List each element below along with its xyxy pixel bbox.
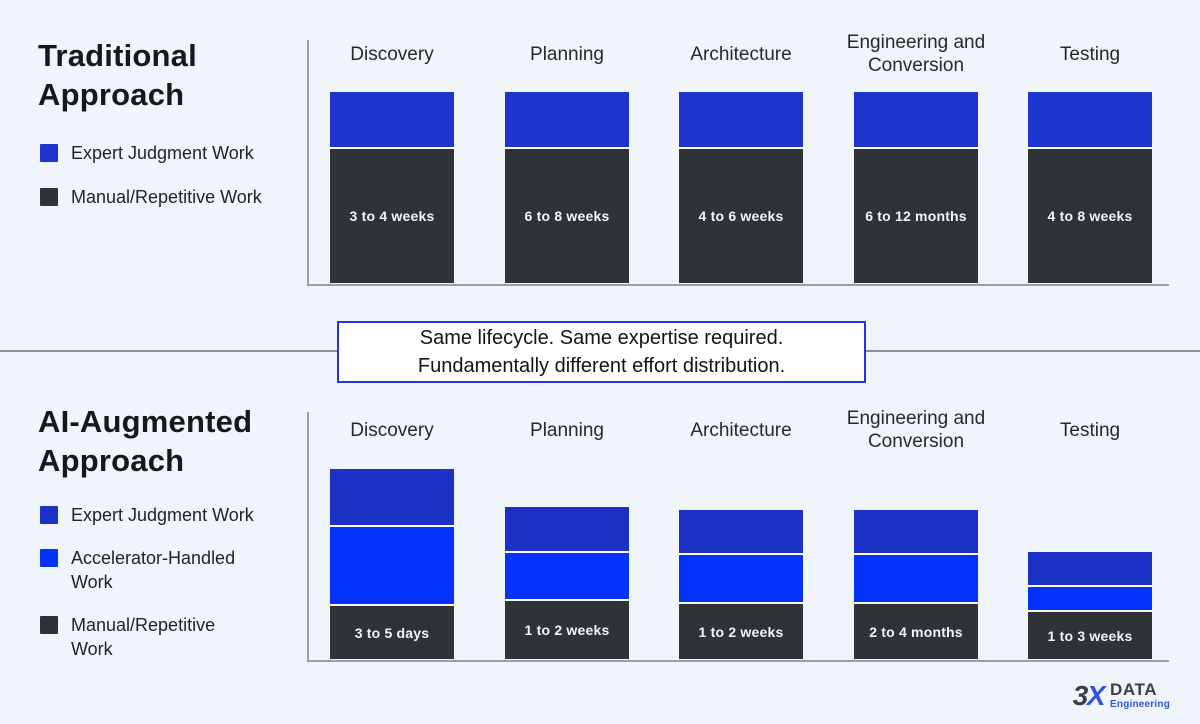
bar-segment-expert-judgment-work <box>1028 552 1152 585</box>
bar-segment-manual-repetitive-work: 6 to 12 months <box>854 149 978 283</box>
phase-label-discovery: Discovery <box>350 419 434 441</box>
duration-label: 4 to 6 weeks <box>698 208 784 224</box>
legend-row-manual-repetitive: Manual/Repetitive Work <box>40 185 262 209</box>
bar-segment-expert-judgment-work <box>854 510 978 553</box>
bar-segment-expert-judgment-work <box>505 507 629 551</box>
phase-label-architecture: Architecture <box>690 43 792 65</box>
phase-label-engineering-and-conversion: Engineering and Conversion <box>846 408 986 452</box>
bar-segment-manual-repetitive-work: 4 to 6 weeks <box>679 149 803 283</box>
stacked-bar-testing: 4 to 8 weeks <box>1028 92 1152 283</box>
bar-segment-manual-repetitive-work: 2 to 4 months <box>854 604 978 659</box>
bar-segment-manual-repetitive-work: 4 to 8 weeks <box>1028 149 1152 283</box>
manual-repetitive-swatch <box>40 616 58 634</box>
bar-segment-manual-repetitive-work: 6 to 8 weeks <box>505 149 629 283</box>
traditional-chart-x-axis <box>307 284 1169 286</box>
bar-segment-accelerator-handled-work <box>505 553 629 599</box>
logo-3: 3 <box>1072 679 1089 711</box>
bar-segment-expert-judgment-work <box>505 92 629 147</box>
duration-label: 6 to 8 weeks <box>524 208 610 224</box>
legend-row-expert-judgment: Expert Judgment Work <box>40 503 261 527</box>
callout-box: Same lifecycle. Same expertise required.… <box>337 321 866 383</box>
phase-label-testing: Testing <box>1059 419 1121 441</box>
duration-label: 1 to 2 weeks <box>698 623 784 640</box>
phase-label-testing: Testing <box>1059 43 1121 65</box>
callout-line-1: Same lifecycle. Same expertise required. <box>419 327 784 349</box>
logo-x: X <box>1086 679 1106 711</box>
stacked-bar-architecture: 1 to 2 weeks <box>679 510 803 659</box>
ai-chart-x-axis <box>307 660 1169 662</box>
bar-segment-manual-repetitive-work: 3 to 5 days <box>330 606 454 659</box>
ai-augmented-legend: Expert Judgment Work Accelerator-Handled… <box>40 503 261 680</box>
duration-label: 6 to 12 months <box>865 208 967 224</box>
duration-label: 4 to 8 weeks <box>1047 208 1133 224</box>
legend-label: Manual/Repetitive Work <box>71 187 262 207</box>
legend-row-accelerator-handled: Accelerator-Handled Work <box>40 546 261 594</box>
bar-segment-accelerator-handled-work <box>854 555 978 602</box>
ai-augmented-section-title: AI-Augmented Approach <box>38 404 253 478</box>
logo-data-text: DATA <box>1110 680 1158 699</box>
legend-label: Expert Judgment Work <box>71 505 254 525</box>
bar-segment-expert-judgment-work <box>1028 92 1152 147</box>
stacked-bar-testing: 1 to 3 weeks <box>1028 552 1152 659</box>
expert-judgment-swatch <box>40 506 58 524</box>
bar-segment-manual-repetitive-work: 1 to 3 weeks <box>1028 612 1152 659</box>
expert-judgment-swatch <box>40 144 58 162</box>
stacked-bar-discovery: 3 to 5 days <box>330 469 454 659</box>
phase-label-planning: Planning <box>530 419 604 441</box>
bar-segment-manual-repetitive-work: 3 to 4 weeks <box>330 149 454 283</box>
legend-row-expert-judgment: Expert Judgment Work <box>40 141 262 165</box>
legend-label: Expert Judgment Work <box>71 143 254 163</box>
logo-wordmark: DATA Engineering <box>1110 681 1170 710</box>
bar-segment-accelerator-handled-work <box>1028 587 1152 610</box>
bar-segment-expert-judgment-work <box>330 92 454 147</box>
bar-segment-manual-repetitive-work: 1 to 2 weeks <box>679 604 803 659</box>
manual-repetitive-swatch <box>40 188 58 206</box>
stacked-bar-discovery: 3 to 4 weeks <box>330 92 454 283</box>
stacked-bar-architecture: 4 to 6 weeks <box>679 92 803 283</box>
duration-label: 1 to 2 weeks <box>524 622 610 638</box>
bar-segment-manual-repetitive-work: 1 to 2 weeks <box>505 601 629 659</box>
phase-label-planning: Planning <box>530 43 604 65</box>
bar-segment-expert-judgment-work <box>679 510 803 553</box>
legend-row-manual-repetitive: Manual/Repetitive Work <box>40 613 261 661</box>
duration-label: 2 to 4 months <box>869 623 963 640</box>
logo-3x-mark: 3X <box>1072 679 1106 711</box>
bar-segment-accelerator-handled-work <box>679 555 803 602</box>
stacked-bar-engineering-and-conversion: 6 to 12 months <box>854 92 978 283</box>
callout-line-2: Fundamentally different effort distribut… <box>417 355 786 377</box>
stacked-bar-planning: 1 to 2 weeks <box>505 507 629 659</box>
bar-segment-expert-judgment-work <box>330 469 454 525</box>
ai-chart-y-axis <box>307 412 309 662</box>
phase-label-discovery: Discovery <box>350 43 434 65</box>
stacked-bar-planning: 6 to 8 weeks <box>505 92 629 283</box>
legend-label: Accelerator-Handled Work <box>71 548 236 592</box>
traditional-chart-y-axis <box>307 40 309 286</box>
phase-label-architecture: Architecture <box>690 419 792 441</box>
bar-segment-accelerator-handled-work <box>330 527 454 604</box>
duration-label: 3 to 4 weeks <box>349 208 435 224</box>
logo-3x-data-engineering: 3X DATA Engineering <box>1073 681 1170 710</box>
traditional-legend: Expert Judgment Work Manual/Repetitive W… <box>40 141 262 229</box>
accelerator-handled-swatch <box>40 549 58 567</box>
bar-segment-expert-judgment-work <box>679 92 803 147</box>
duration-label: 3 to 5 days <box>354 624 430 641</box>
duration-label: 1 to 3 weeks <box>1047 627 1133 644</box>
legend-label: Manual/Repetitive Work <box>71 615 216 659</box>
bar-segment-expert-judgment-work <box>854 92 978 147</box>
logo-engineering-text: Engineering <box>1110 699 1170 710</box>
traditional-section-title: Traditional Approach <box>38 38 197 112</box>
phase-label-engineering-and-conversion: Engineering and Conversion <box>846 32 986 76</box>
stacked-bar-engineering-and-conversion: 2 to 4 months <box>854 510 978 659</box>
